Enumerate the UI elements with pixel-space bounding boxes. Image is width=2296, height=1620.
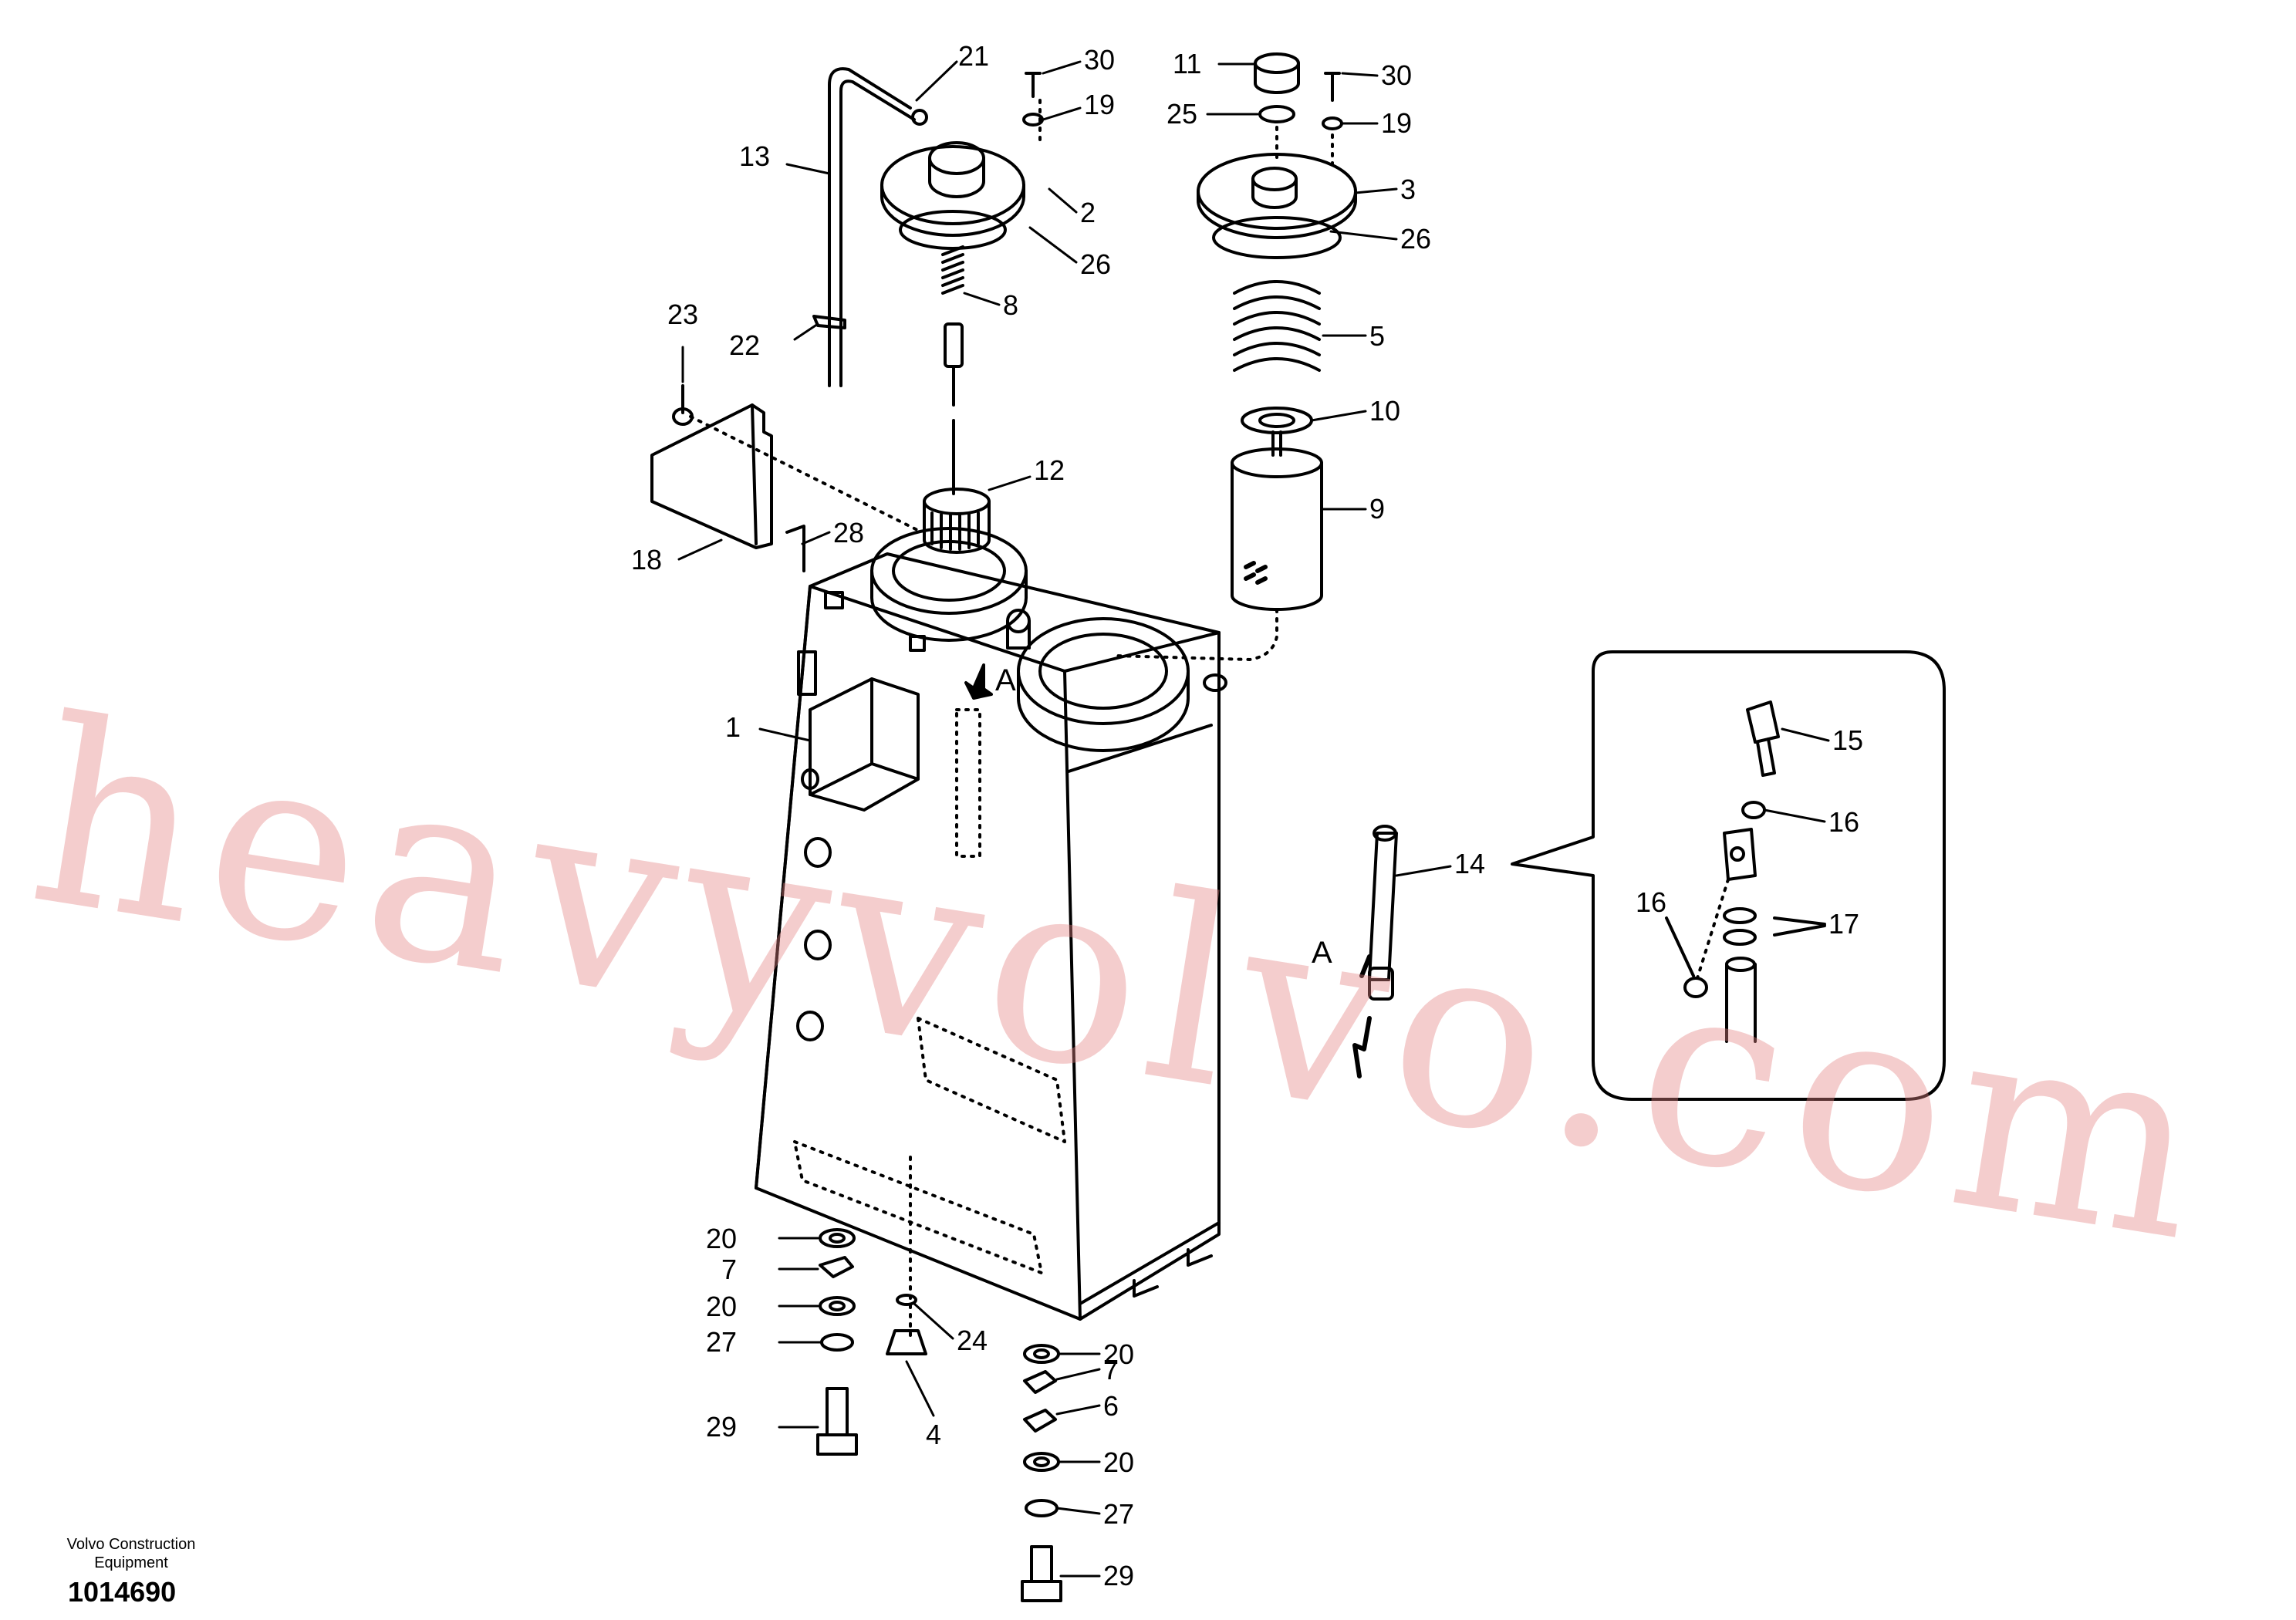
- callout-29-right: 29: [1103, 1560, 1134, 1591]
- callout-22: 22: [729, 329, 760, 361]
- callout-6: 6: [1103, 1390, 1119, 1422]
- callout-23: 23: [667, 299, 698, 330]
- callout-26-left: 26: [1080, 248, 1111, 280]
- callout-5: 5: [1369, 320, 1385, 352]
- level-sensor: [1352, 825, 1398, 1078]
- callout-11: 11: [1173, 48, 1201, 79]
- bolts-top: [1022, 72, 1343, 167]
- callout-1: 1: [725, 711, 741, 743]
- hydraulic-tank: [755, 552, 1227, 1344]
- callout-13: 13: [739, 140, 770, 172]
- callout-19-left: 19: [1084, 89, 1115, 120]
- callout-16-top: 16: [1828, 806, 1859, 838]
- callout-30-right: 30: [1381, 59, 1412, 91]
- callout-20-d: 20: [1103, 1446, 1134, 1478]
- leader-lines: [677, 60, 1830, 1578]
- callout-9: 9: [1369, 493, 1385, 525]
- bottom-hardware-right: [1021, 1344, 1062, 1602]
- callout-labels: 1 2 3 4 5 6 7 7 8 9 10 11 12 13 14 15 16…: [631, 40, 1863, 1591]
- callout-4: 4: [926, 1419, 941, 1450]
- callout-20-a: 20: [706, 1223, 737, 1254]
- view-marker-a-top: A: [995, 663, 1016, 697]
- callout-20-c: 20: [1103, 1338, 1134, 1370]
- callout-19-right: 19: [1381, 107, 1412, 139]
- callout-27-left: 27: [706, 1326, 737, 1358]
- bottom-hardware-left: [816, 1228, 927, 1456]
- callout-16-bottom: 16: [1636, 886, 1666, 918]
- callout-29-left: 29: [706, 1411, 737, 1443]
- callout-12: 12: [1034, 454, 1065, 486]
- callout-3: 3: [1400, 174, 1416, 205]
- detail-bubble: [1511, 650, 1946, 1101]
- suction-cover-assembly: [880, 99, 1042, 554]
- breather-pipe: [812, 67, 928, 387]
- callout-7-right: 7: [1103, 1354, 1119, 1385]
- document-number: 1014690: [68, 1576, 177, 1608]
- view-marker-a-detail: A: [1312, 936, 1332, 970]
- callout-25: 25: [1167, 98, 1197, 130]
- company-name: Volvo Construction Equipment: [66, 1536, 196, 1571]
- callout-7-left: 7: [721, 1254, 737, 1285]
- callout-28: 28: [833, 517, 864, 548]
- callout-24: 24: [957, 1325, 988, 1356]
- callout-20-b: 20: [706, 1291, 737, 1322]
- callout-15: 15: [1832, 724, 1863, 756]
- callout-26-right: 26: [1400, 223, 1431, 255]
- callout-30-left: 30: [1084, 44, 1115, 76]
- callout-14: 14: [1454, 848, 1485, 879]
- callout-8: 8: [1003, 289, 1018, 321]
- callout-21: 21: [958, 40, 989, 72]
- return-filter-assembly: [1113, 52, 1357, 661]
- callout-17: 17: [1828, 908, 1859, 940]
- return-flange: [1017, 617, 1190, 752]
- callout-18: 18: [631, 544, 662, 575]
- callout-10: 10: [1369, 395, 1400, 427]
- callout-2: 2: [1080, 197, 1096, 228]
- bracket: [650, 384, 923, 572]
- callout-27-right: 27: [1103, 1498, 1134, 1530]
